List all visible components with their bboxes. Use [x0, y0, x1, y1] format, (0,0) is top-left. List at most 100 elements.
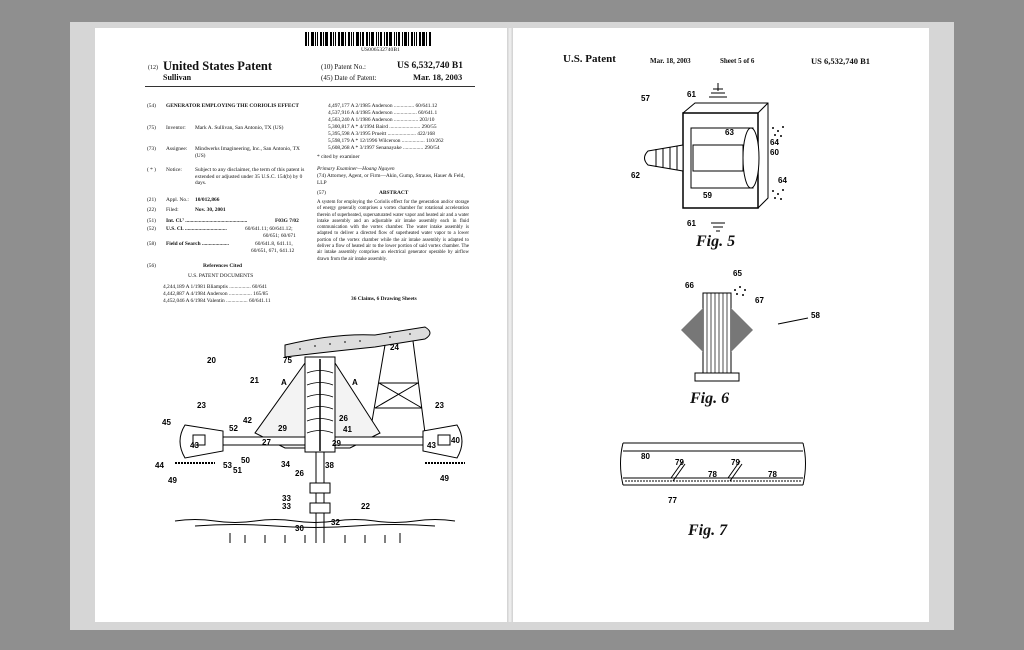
references-title: References Cited	[203, 263, 242, 269]
figure-6-caption: Fig. 6	[690, 390, 730, 407]
svg-text:21: 21	[250, 376, 259, 385]
reference-row: 5,598,179 A * 12/1996 Wilcerson ........…	[328, 138, 444, 144]
inventor-code: (75)	[147, 125, 156, 131]
svg-text:32: 32	[331, 518, 340, 527]
attorney-agent: (74) Attorney, Agent, or Firm—Akin, Gump…	[317, 173, 465, 186]
patent-drawing-sheet: U.S. Patent Mar. 18, 2003 Sheet 5 of 6 U…	[513, 28, 929, 622]
cited-by-examiner-note: * cited by examiner	[317, 154, 360, 160]
svg-text:61: 61	[687, 219, 696, 228]
notice-text: Subject to any disclaimer, the term of t…	[195, 167, 305, 187]
header-rule	[145, 86, 475, 87]
svg-text:80: 80	[641, 452, 650, 461]
int-cl-code: (51)	[147, 218, 156, 224]
filed-label: Filed:	[166, 207, 179, 213]
svg-text:A: A	[352, 378, 358, 387]
svg-text:27: 27	[262, 438, 271, 447]
field-search-value: 60/641.8, 641.11,	[255, 241, 293, 247]
appl-code: (21)	[147, 197, 156, 203]
assignee-label: Assignee:	[166, 146, 188, 152]
assignee-code: (73)	[147, 146, 156, 152]
svg-text:30: 30	[295, 524, 304, 533]
svg-text:33: 33	[282, 502, 291, 511]
svg-text:33: 33	[282, 494, 291, 503]
svg-text:78: 78	[708, 470, 717, 479]
us-cl-value-2: 60/651; 60/671	[263, 233, 296, 239]
abstract-code: (57)	[317, 190, 326, 196]
barcode	[305, 32, 471, 46]
us-cl-code: (52)	[147, 226, 156, 232]
svg-text:45: 45	[162, 418, 171, 427]
notice-code: ( * )	[147, 167, 156, 173]
svg-text:49: 49	[440, 474, 449, 483]
patent-title: GENERATOR EMPLOYING THE CORIOLIS EFFECT	[166, 103, 299, 109]
reference-row: 5,300,817 A * 4/1994 Baird .............…	[328, 124, 437, 130]
reference-row: 4,563,240 A 1/1986 Anderson ............…	[328, 117, 435, 123]
us-documents-title: U.S. PATENT DOCUMENTS	[188, 273, 254, 279]
svg-text:43: 43	[427, 441, 436, 450]
inventor-label: Inventor:	[166, 125, 186, 131]
svg-text:51: 51	[233, 466, 242, 475]
svg-text:41: 41	[343, 425, 352, 434]
us-cl-value: 60/641.11; 60/641.12;	[245, 226, 293, 232]
front-page-figure: 20 75 24 21 A A 23 23 45 42 52 26 41 29 …	[155, 326, 465, 543]
svg-text:29: 29	[332, 439, 341, 448]
svg-text:77: 77	[668, 496, 677, 505]
date-of-patent: Mar. 18, 2003	[413, 72, 463, 82]
field-search-value-2: 60/651, 671, 641.12	[251, 248, 295, 254]
svg-text:23: 23	[197, 401, 206, 410]
svg-text:38: 38	[325, 461, 334, 470]
barcode-number: US006532740B1	[361, 47, 400, 53]
sheet-header-sheet: Sheet 5 of 6	[720, 57, 755, 65]
assignee-text: Mindwerks Imagineering, Inc., San Antoni…	[195, 146, 300, 159]
int-cl-label: Int. Cl.⁷ ..............................…	[166, 218, 248, 224]
sheet-header-date: Mar. 18, 2003	[650, 57, 691, 65]
svg-text:64: 64	[770, 138, 779, 147]
svg-text:57: 57	[641, 94, 650, 103]
svg-text:78: 78	[768, 470, 777, 479]
svg-text:53: 53	[223, 461, 232, 470]
appl-number: 10/012,866	[195, 197, 220, 203]
svg-text:79: 79	[731, 458, 740, 467]
reference-row: 4,537,916 A 4/1985 Anderson ............…	[328, 110, 438, 116]
svg-text:60: 60	[770, 148, 779, 157]
figure-5: 57 61 63 64 60 62 59 64 61	[631, 83, 787, 232]
figure-7-caption: Fig. 7	[688, 522, 728, 539]
abstract-text: A system for employing the Coriolis effe…	[317, 200, 469, 262]
patent-number: US 6,532,740 B1	[397, 61, 463, 71]
figure-5-caption: Fig. 5	[696, 233, 736, 250]
field-search-label: Field of Search ....................	[166, 241, 229, 247]
patent-front-page: US006532740B1 (12) United States Patent …	[95, 28, 507, 622]
reference-row: 4,497,177 A 2/1985 Anderson ............…	[328, 103, 438, 109]
reference-row: 5,395,598 A 3/1995 Prueitt .............…	[328, 131, 435, 137]
patent-number-label: (10) Patent No.:	[321, 63, 366, 71]
svg-text:44: 44	[155, 461, 164, 470]
svg-text:40: 40	[451, 436, 460, 445]
svg-text:42: 42	[243, 416, 252, 425]
title-code: (54)	[147, 103, 156, 109]
reference-row: 4,244,189 A 1/1981 Bliamptis ...........…	[163, 284, 268, 290]
svg-text:75: 75	[283, 356, 292, 365]
notice-label: Notice:	[166, 167, 182, 173]
svg-text:58: 58	[811, 311, 820, 320]
kind-code-12: (12)	[148, 65, 158, 71]
svg-text:52: 52	[229, 424, 238, 433]
svg-text:20: 20	[207, 356, 216, 365]
svg-text:66: 66	[685, 281, 694, 290]
abstract-title: ABSTRACT	[379, 190, 409, 196]
figure-7: 80 79 79 78 78 77	[620, 442, 806, 505]
figure-6: 65 66 67 58	[681, 269, 820, 382]
svg-text:23: 23	[435, 401, 444, 410]
svg-text:26: 26	[339, 414, 348, 423]
svg-text:62: 62	[631, 171, 640, 180]
svg-text:63: 63	[725, 128, 734, 137]
sheet-header-number: US 6,532,740 B1	[811, 56, 871, 66]
reference-row: 4,442,887 A 4/1984 Anderson ............…	[163, 291, 269, 297]
svg-text:50: 50	[241, 456, 250, 465]
reference-row: 5,608,268 A * 3/1997 Senanayake ........…	[328, 145, 440, 151]
us-cl-label: U.S. Cl. ...............................	[166, 226, 227, 232]
svg-text:43: 43	[190, 441, 199, 450]
book-spine	[507, 28, 513, 622]
patent-type-title: United States Patent	[163, 59, 273, 73]
filed-date: Nov. 30, 2001	[195, 207, 226, 213]
svg-text:65: 65	[733, 269, 742, 278]
